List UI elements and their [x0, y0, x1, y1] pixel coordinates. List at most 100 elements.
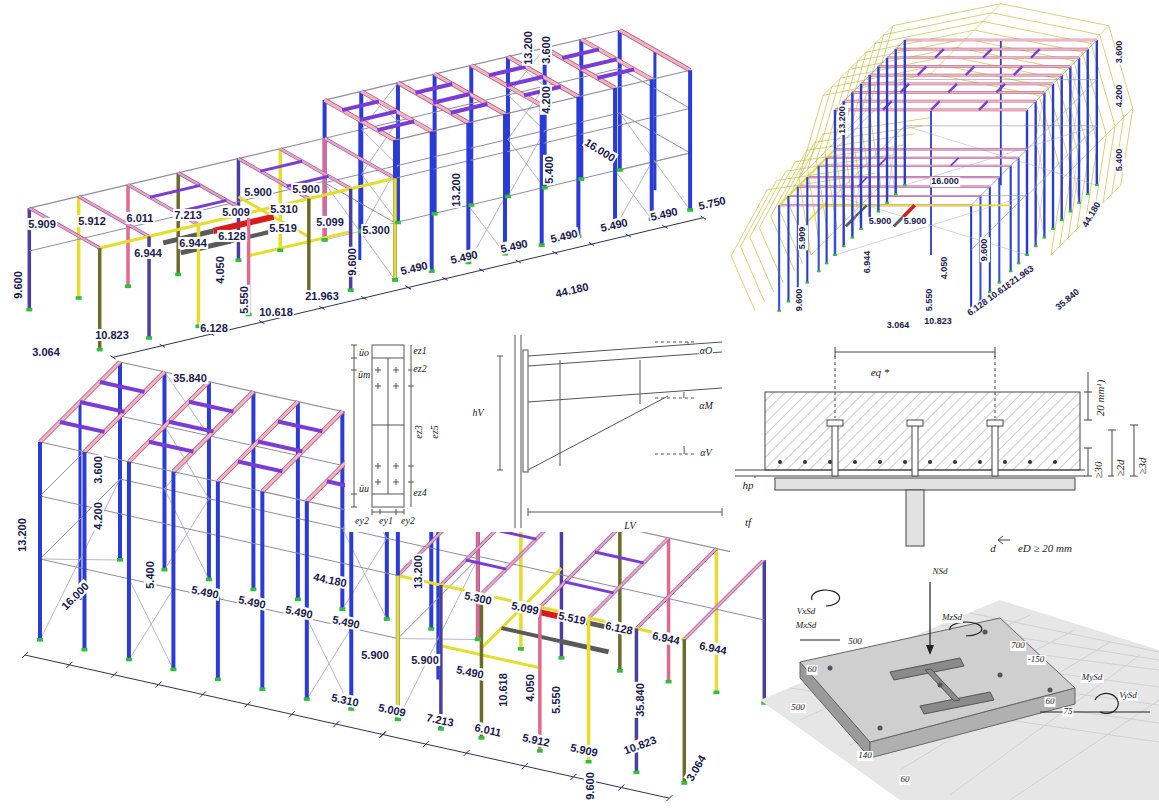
frame-member: [393, 140, 397, 280]
frame-member: [1043, 92, 1045, 237]
frame-member: [819, 165, 1011, 167]
symbol-label: ≥3d: [1136, 456, 1148, 475]
dimension-label: 3.064: [683, 752, 708, 784]
frame-member: [289, 711, 295, 717]
frame-member: [684, 559, 764, 639]
symbol-label: tf: [744, 516, 752, 528]
dimension-label: 10.823: [94, 329, 130, 341]
frame-member: [597, 69, 634, 78]
frame-member: [305, 501, 309, 699]
composite-slab-detail-part-part: [903, 460, 907, 464]
frame-member: [423, 741, 429, 747]
support-symbol: [37, 638, 43, 642]
frame-member: [715, 549, 719, 693]
dimension-label: 16.000: [58, 579, 92, 613]
base-plate-detail-part-part: [925, 669, 960, 701]
frame-member: [835, 149, 1027, 150]
frame-member: [126, 185, 130, 287]
frame-member: [360, 111, 397, 120]
frame-member: [835, 148, 1027, 150]
symbol-label: -150: [1027, 655, 1046, 665]
composite-slab-detail-part-part: [912, 425, 918, 476]
support-symbol: [633, 771, 639, 775]
frame-member: [1056, 78, 1080, 160]
support-symbol: [170, 668, 176, 672]
frame-member: [406, 286, 411, 289]
frame-member: [1065, 69, 1089, 152]
frame-member: [1031, 49, 1040, 58]
frame-member: [1052, 84, 1054, 229]
frame-member: [82, 452, 86, 650]
dimension-label: 6.128: [217, 230, 247, 242]
frame-member: [325, 138, 395, 178]
frame-member: [931, 101, 940, 110]
frame-member: [996, 84, 1005, 93]
frame-member: [886, 58, 888, 203]
support-symbol: [26, 308, 32, 312]
frame-member: [731, 256, 755, 311]
support-symbol: [206, 578, 212, 582]
frame-member: [540, 527, 620, 607]
dimension-label: 5.310: [329, 691, 360, 709]
frame-member: [667, 538, 671, 682]
frame-member: [851, 92, 853, 237]
dimension-label: 21.963: [1007, 263, 1037, 288]
symbol-label: 60: [807, 665, 818, 675]
frame-member: [992, 13, 1100, 35]
frame-member: [835, 149, 1027, 150]
frame-member: [884, 13, 992, 35]
frame-member: [113, 288, 408, 358]
dimension-label: 6.011: [126, 212, 155, 224]
symbol-label: ≥30: [1092, 460, 1104, 479]
frame-member: [1103, 126, 1115, 203]
frame-member: [100, 382, 144, 392]
dimension-label: 5.550: [238, 285, 250, 315]
dimension-label: 9.600: [795, 288, 805, 313]
support-symbol: [395, 221, 401, 225]
frame-member: [576, 97, 580, 237]
frame-member: [879, 158, 887, 166]
frame-member: [325, 183, 395, 280]
symbol-label: hV: [471, 407, 484, 418]
symbol-label: 500: [790, 703, 806, 713]
composite-slab-detail-part-part: [1053, 460, 1057, 464]
dimension-label: 13.200: [838, 105, 848, 135]
frame-member: [466, 123, 470, 263]
support-symbol: [1017, 262, 1021, 264]
frame-member: [1001, 4, 1109, 26]
frame-member: [1048, 87, 1072, 170]
support-symbol: [542, 186, 548, 190]
frame-member: [895, 49, 897, 194]
dimension-label: 7.213: [173, 209, 203, 221]
composite-slab-detail-part-part: [765, 392, 1080, 470]
composite-slab-detail-part-part: [778, 460, 782, 464]
dimension-label: 10.618: [497, 672, 509, 708]
frame-member: [589, 243, 594, 246]
frame-member: [1026, 149, 1028, 255]
frame-member: [771, 216, 795, 271]
support-symbol: [392, 278, 398, 282]
frame-member: [342, 528, 386, 619]
dimension-label: 10.823: [621, 733, 659, 757]
frame-member: [565, 582, 614, 593]
support-symbol: [81, 648, 87, 652]
frame-member: [60, 422, 104, 432]
base-plate-detail-part-part: [998, 673, 1003, 678]
frame-member: [1070, 106, 1079, 144]
frame-member: [1034, 101, 1036, 246]
frame-member: [1069, 66, 1071, 211]
dimension-label: 5.099: [315, 216, 345, 228]
support-symbol: [842, 245, 846, 247]
frame-member: [358, 120, 361, 260]
dimension-label: 13.200: [450, 172, 462, 208]
dimension-label: 5.490: [454, 663, 485, 681]
dimension-label: 4.200: [1115, 84, 1125, 109]
end-plate-detail-part-part: [528, 508, 722, 516]
frame-member: [307, 199, 311, 301]
frame-member: [620, 30, 690, 70]
frame-member: [587, 618, 591, 762]
frame-member: [615, 171, 652, 220]
support-symbol: [97, 348, 103, 352]
frame-member: [516, 260, 521, 263]
dimension-label: 5.900: [410, 654, 440, 666]
